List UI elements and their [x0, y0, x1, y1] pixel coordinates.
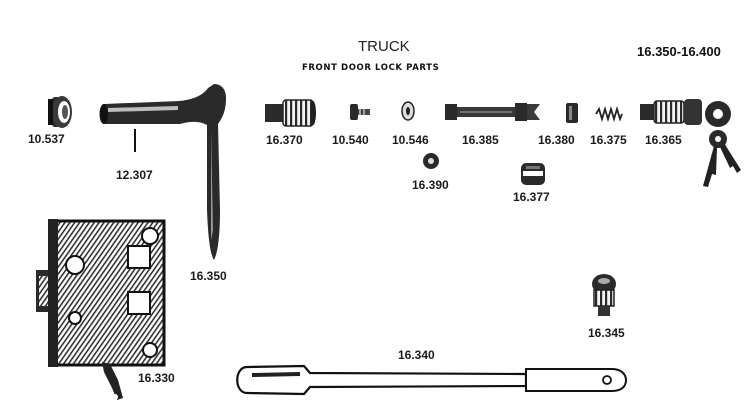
knob-icon	[592, 274, 616, 316]
lock-body-icon	[36, 219, 166, 400]
diagram-subtitle: FRONT DOOR LOCK PARTS	[302, 63, 440, 73]
bushing-icon	[566, 103, 578, 123]
washer-icon	[401, 101, 415, 121]
part-label-10546: 10.546	[392, 133, 429, 147]
part-label-16385: 16.385	[462, 133, 499, 147]
part-label-16330: 16.330	[138, 371, 175, 385]
retainer-icon	[521, 163, 545, 185]
part-label-16375: 16.375	[590, 133, 627, 147]
lock-cylinder-keys-icon	[640, 99, 741, 187]
part-label-10540: 10.540	[332, 133, 369, 147]
part-label-16380: 16.380	[538, 133, 575, 147]
remote-rod-icon	[236, 364, 628, 396]
part-label-16377: 16.377	[513, 190, 550, 204]
part-label-10537: 10.537	[28, 132, 65, 146]
door-handle-icon	[99, 84, 226, 260]
nut-icon	[423, 153, 439, 169]
spring-icon	[595, 105, 623, 123]
diagram-title: TRUCK	[358, 38, 410, 55]
part-label-16365: 16.365	[645, 133, 682, 147]
screw-icon	[350, 104, 370, 120]
part-label-16370: 16.370	[266, 133, 303, 147]
part-label-12307: 12.307	[116, 168, 153, 182]
part-label-16340: 16.340	[398, 348, 435, 362]
shaft-icon	[445, 103, 540, 121]
part-range: 16.350-16.400	[637, 44, 721, 59]
part-label-16345: 16.345	[588, 326, 625, 340]
part-label-16350: 16.350	[190, 269, 227, 283]
sleeve-icon	[265, 99, 316, 127]
part-label-16390: 16.390	[412, 178, 449, 192]
bezel-ring-icon	[48, 96, 72, 128]
